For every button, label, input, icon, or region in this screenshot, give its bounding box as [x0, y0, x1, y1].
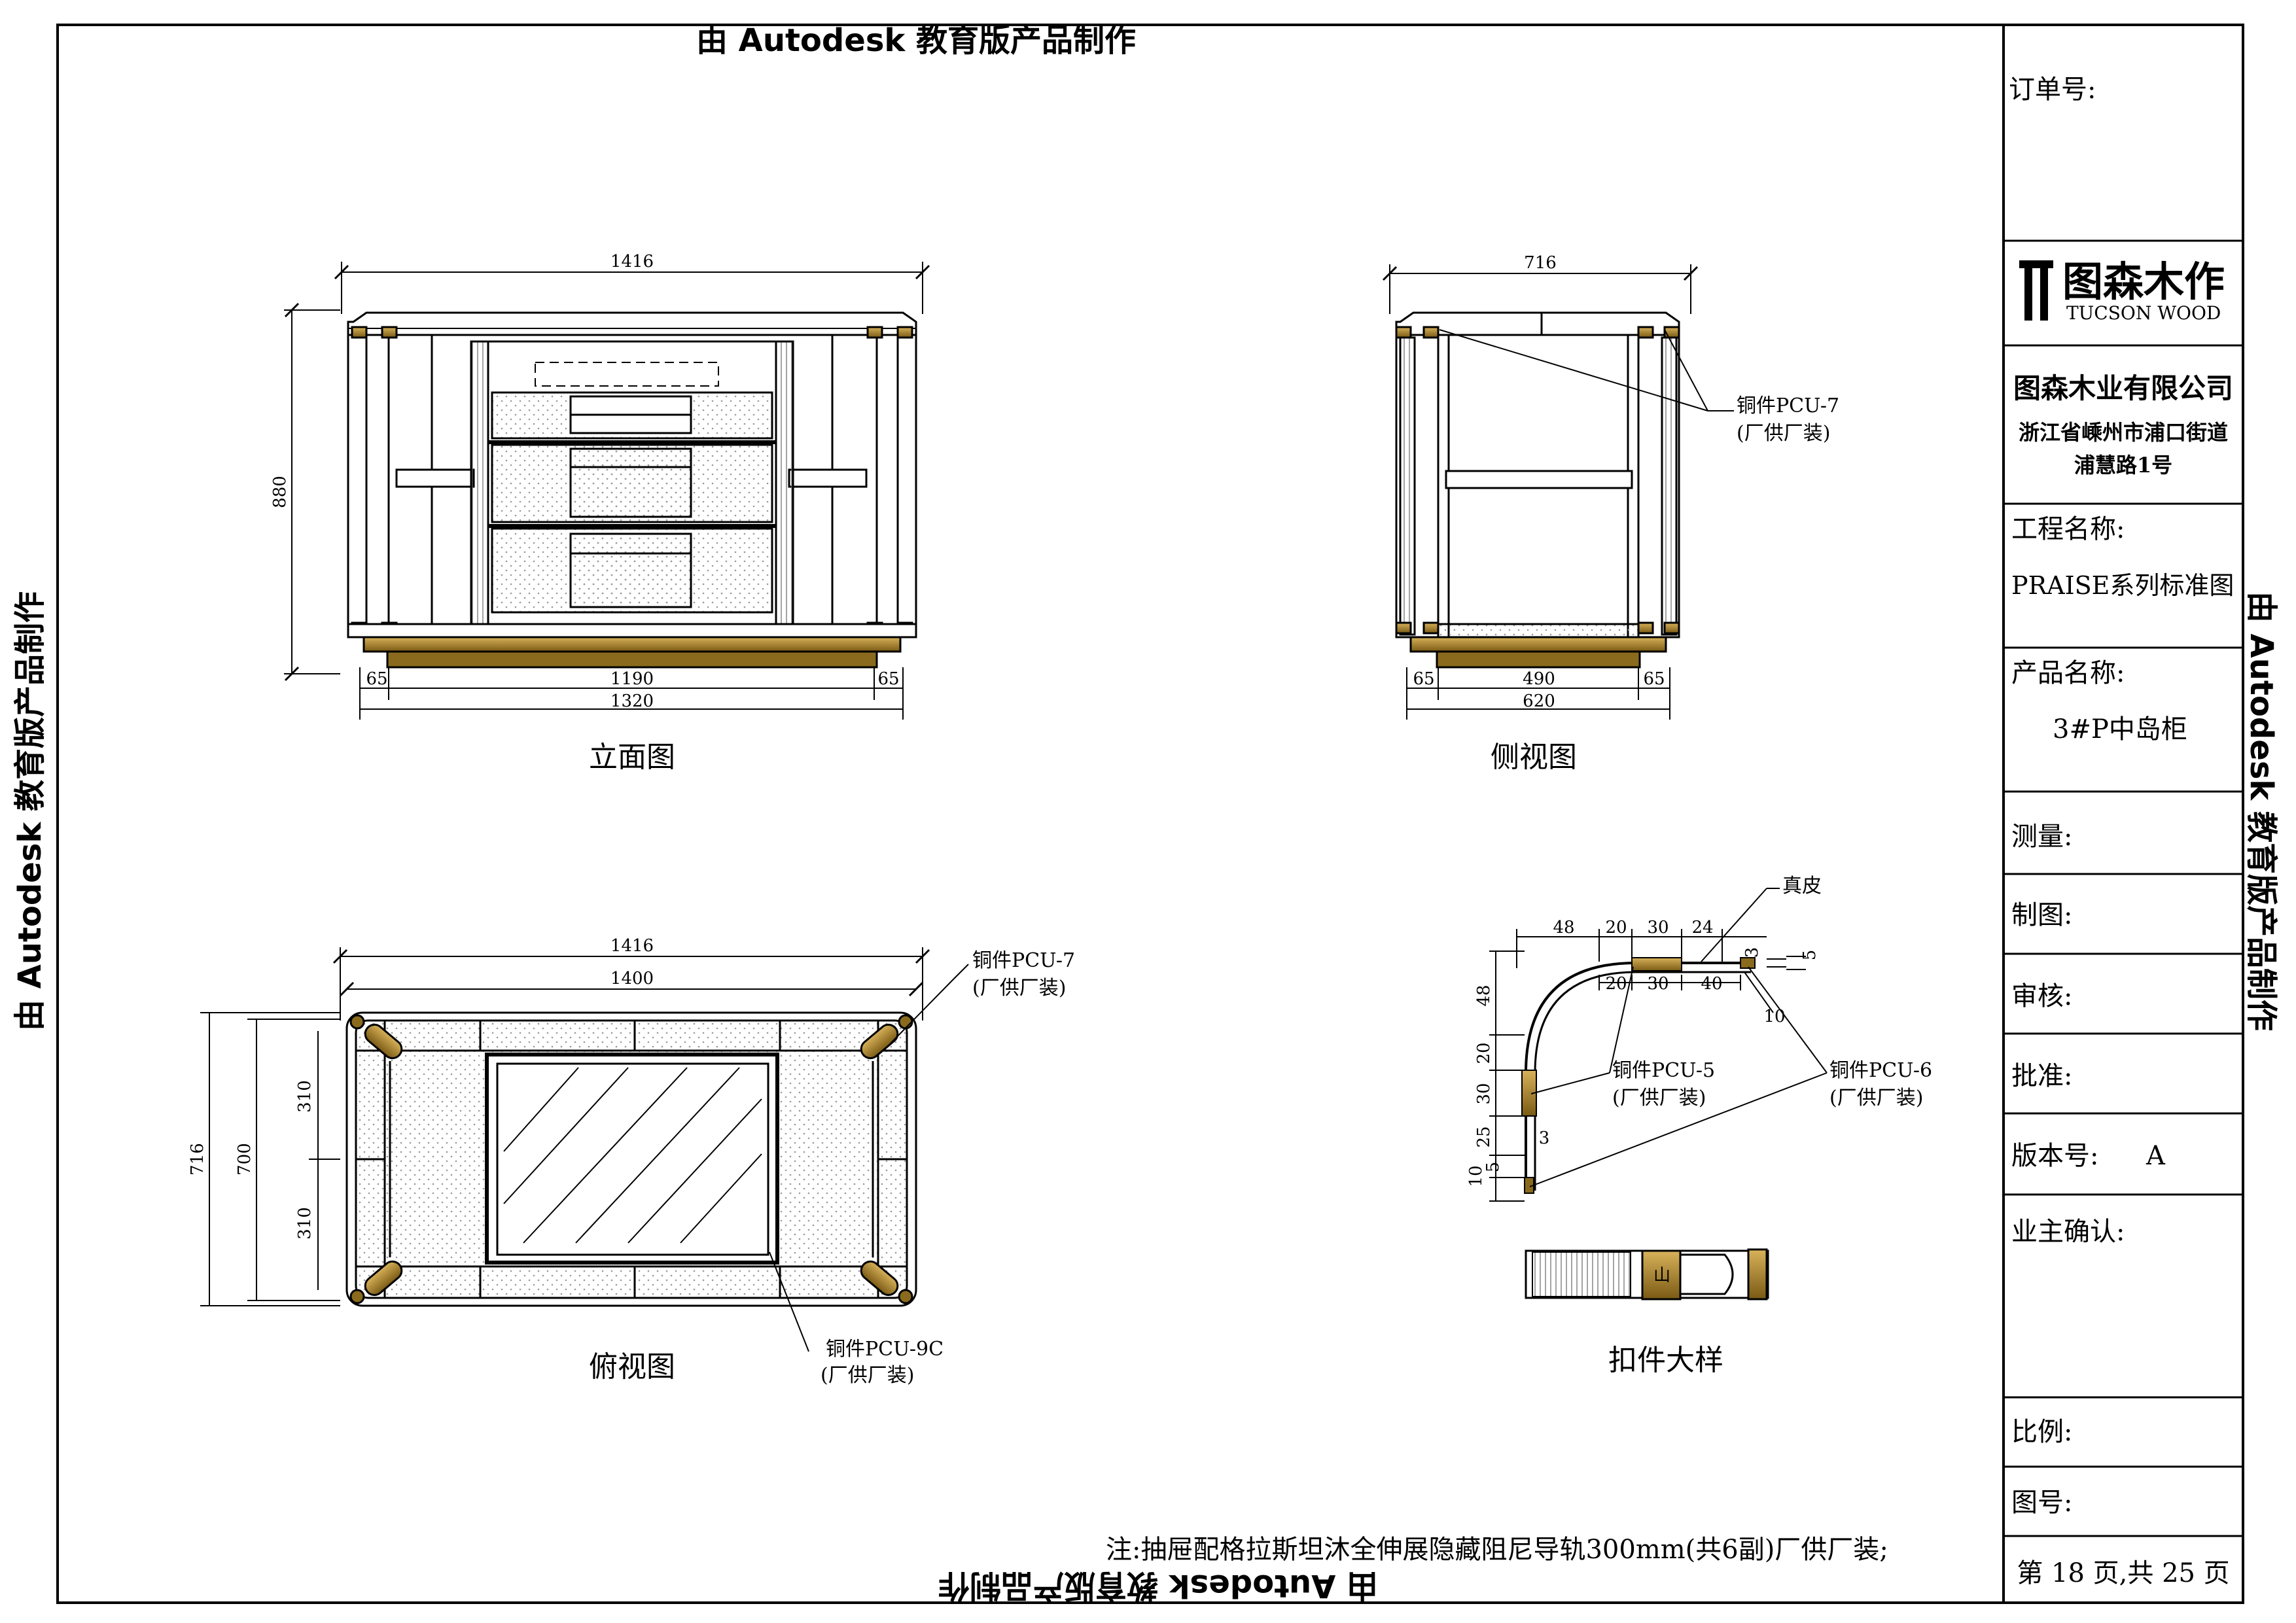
order-no-label: 订单号: [2009, 75, 2096, 105]
detail-d40: 40 [1701, 974, 1722, 994]
side-callout-line2: (厂供厂装) [1737, 422, 1830, 445]
side-dim-right: 65 [1643, 669, 1665, 689]
owner-confirm-label: 业主确认: [2011, 1217, 2125, 1247]
detail-d5: 5 [1800, 950, 1820, 961]
top-callout-b-line1: 铜件PCU-9C [826, 1338, 944, 1361]
top-view [200, 947, 969, 1352]
detail-d20: 20 [1605, 918, 1627, 937]
title-block: 订单号: 图森木作 TUCSON WOOD 图森木业有限公司 浙江省嵊州市浦口街… [2002, 25, 2243, 1603]
tucson-logo: 图森木作 TUCSON WOOD [2019, 258, 2225, 324]
drawing-label: 制图: [2011, 900, 2072, 930]
elevation-dim-left: 65 [366, 669, 387, 689]
detail-v20: 20 [1474, 1042, 1494, 1064]
detail-v25: 25 [1474, 1126, 1494, 1147]
project-value: PRAISE系列标准图 [2011, 571, 2234, 600]
side-dim-left: 65 [1413, 669, 1434, 689]
top-dim-depth-outer: 716 [188, 1143, 207, 1176]
top-dim-inner: 1400 [610, 969, 654, 988]
watermark-top: 由 Autodesk 教育版产品制作 [696, 22, 1136, 59]
company-name: 图森木业有限公司 [2013, 372, 2233, 404]
logo-cn: 图森木作 [2062, 258, 2225, 305]
scale-label: 比例: [2011, 1417, 2072, 1447]
watermark-right: 由 Autodesk 教育版产品制作 [2243, 591, 2280, 1031]
detail-d30b: 30 [1647, 974, 1669, 994]
side-dim-base: 620 [1523, 691, 1555, 711]
detail-d48: 48 [1553, 918, 1574, 937]
detail-v5: 5 [1483, 1162, 1503, 1173]
product-label: 产品名称: [2011, 658, 2125, 688]
company-address-2: 浦慧路1号 [2074, 453, 2172, 478]
top-dim-half-bottom: 310 [295, 1207, 315, 1240]
detail-view [1489, 888, 1828, 1300]
logo-en: TUCSON WOOD [2066, 302, 2221, 324]
company-address-1: 浙江省嵊州市浦口街道 [2019, 420, 2228, 445]
top-view-labels: 1416 1400 716 700 310 310 铜件PCU-7 (厂供厂装)… [188, 936, 1075, 1387]
side-view [1382, 264, 1734, 720]
elevation-dim-right: 65 [877, 669, 899, 689]
version-value: A [2146, 1141, 2166, 1171]
top-callout-b-line2: (厂供厂装) [821, 1364, 914, 1387]
page-info: 第 18 页,共 25 页 [2017, 1558, 2229, 1588]
drawing-no-label: 图号: [2011, 1488, 2072, 1518]
detail-pcu5-line2: (厂供厂装) [1612, 1087, 1706, 1109]
detail-d24: 24 [1691, 918, 1713, 937]
elevation-dim-mid: 1190 [610, 669, 654, 689]
drawer-note: 注:抽屉配格拉斯坦沐全伸展隐藏阻尼导轨300mm(共6副)厂供厂装; [1106, 1535, 1888, 1565]
detail-v3: 3 [1539, 1128, 1550, 1148]
top-dim-half-top: 310 [295, 1080, 315, 1113]
detail-d20b: 20 [1605, 974, 1627, 994]
product-value: 3#P中岛柜 [2053, 714, 2187, 744]
detail-v48: 48 [1474, 985, 1494, 1006]
detail-v30: 30 [1474, 1083, 1494, 1104]
detail-v10: 10 [1466, 1165, 1486, 1187]
approve-label: 批准: [2011, 1061, 2072, 1091]
top-callout-a-line1: 铜件PCU-7 [972, 949, 1075, 972]
side-caption: 侧视图 [1491, 741, 1577, 774]
side-dim-width: 716 [1524, 253, 1557, 273]
side-view-labels: 716 65 490 65 620 铜件PCU-7 (厂供厂装) 侧视图 [1413, 253, 1839, 774]
watermark-left: 由 Autodesk 教育版产品制作 [12, 591, 48, 1031]
elevation-dim-width: 1416 [610, 252, 654, 271]
sheet-border [56, 24, 2244, 1604]
project-label: 工程名称: [2011, 514, 2125, 544]
review-label: 审核: [2011, 981, 2072, 1011]
top-dim-outer: 1416 [610, 936, 654, 956]
top-caption: 俯视图 [589, 1350, 675, 1384]
detail-d30: 30 [1647, 918, 1669, 937]
watermark-bottom: 由 Autodesk 教育版产品制作 [938, 1567, 1378, 1604]
detail-pcu6-line1: 铜件PCU-6 [1829, 1059, 1932, 1082]
detail-d10: 10 [1763, 1007, 1785, 1026]
detail-caption: 扣件大样 [1608, 1344, 1723, 1377]
top-dim-depth-inner: 700 [235, 1143, 255, 1176]
side-callout-line1: 铜件PCU-7 [1737, 394, 1839, 417]
elevation-view [284, 262, 930, 720]
detail-pcu5-line1: 铜件PCU-5 [1612, 1059, 1715, 1082]
elevation-dim-base: 1320 [610, 691, 654, 711]
side-dim-mid: 490 [1523, 669, 1555, 689]
elevation-caption: 立面图 [589, 741, 675, 774]
elevation-dim-height: 880 [270, 476, 290, 508]
detail-leather: 真皮 [1782, 875, 1822, 898]
detail-d3: 3 [1742, 947, 1762, 958]
measure-label: 测量: [2011, 822, 2072, 852]
detail-pcu6-line2: (厂供厂装) [1829, 1087, 1923, 1109]
elevation-dimensions: 1416 880 65 1190 65 1320 立面图 [270, 252, 900, 774]
top-callout-a-line2: (厂供厂装) [972, 977, 1066, 1000]
detail-clip-mark: 山 [1653, 1266, 1670, 1285]
version-label: 版本号: [2011, 1141, 2098, 1171]
detail-view-labels: 48 20 30 24 3 5 20 30 40 10 48 20 30 25 … [1466, 875, 1932, 1377]
